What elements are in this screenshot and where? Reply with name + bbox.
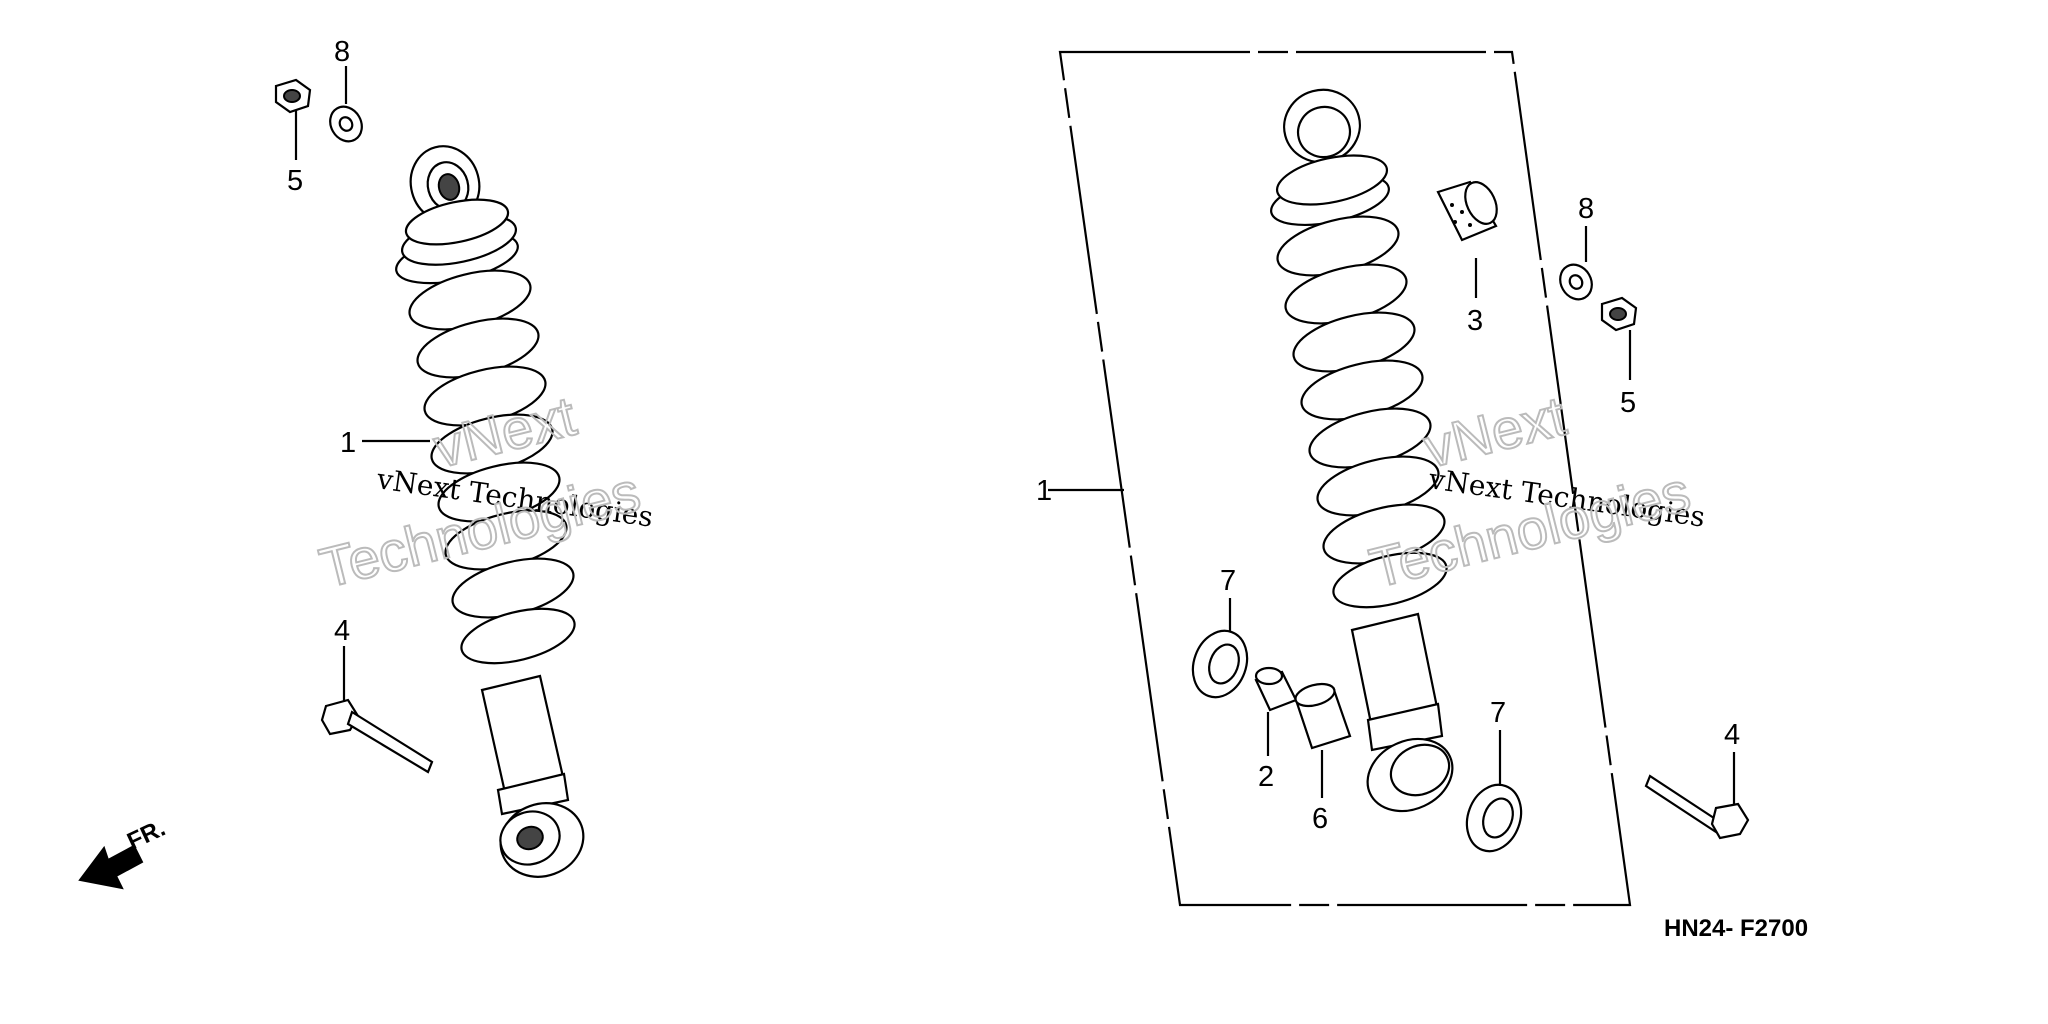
right-bearing-7b: [1465, 783, 1523, 853]
right-nut-5: [1600, 296, 1638, 332]
callout-left-5: 5: [287, 165, 303, 197]
right-bearing-7a: [1191, 629, 1249, 699]
callout-left-1: 1: [340, 427, 356, 459]
right-collar-2: [1254, 666, 1298, 712]
callout-right-3: 3: [1467, 305, 1483, 337]
diagram-code: HN24- F2700: [1664, 915, 1808, 942]
front-arrow-icon: [78, 844, 144, 890]
callout-left-4: 4: [334, 615, 350, 647]
callout-right-7a: 7: [1220, 565, 1236, 597]
left-washer-8: [329, 105, 363, 143]
watermark-right-big-top: vNext: [1418, 384, 1573, 480]
callout-right-7b: 7: [1490, 697, 1506, 729]
front-direction-indicator: FR.: [78, 815, 170, 890]
callout-left-8: 8: [334, 36, 350, 68]
assembly-frame: [1058, 50, 1632, 907]
callout-right-2: 2: [1258, 761, 1274, 793]
left-spring: [408, 269, 576, 665]
left-shock-absorber: [395, 145, 585, 878]
left-nut-5: [274, 78, 312, 114]
right-bushing-3: [1436, 180, 1498, 242]
right-bolt-4: [1644, 774, 1750, 840]
right-washer-8: [1559, 263, 1593, 301]
right-shock-absorber: [1270, 88, 1454, 813]
callout-right-4: 4: [1724, 719, 1740, 751]
right-spring: [1276, 215, 1448, 609]
callout-right-5: 5: [1620, 387, 1636, 419]
right-spacer-6: [1294, 682, 1352, 750]
callout-right-1: 1: [1036, 475, 1052, 507]
left-bolt-4: [320, 698, 434, 774]
callout-right-8: 8: [1578, 193, 1594, 225]
callout-right-6: 6: [1312, 803, 1328, 835]
